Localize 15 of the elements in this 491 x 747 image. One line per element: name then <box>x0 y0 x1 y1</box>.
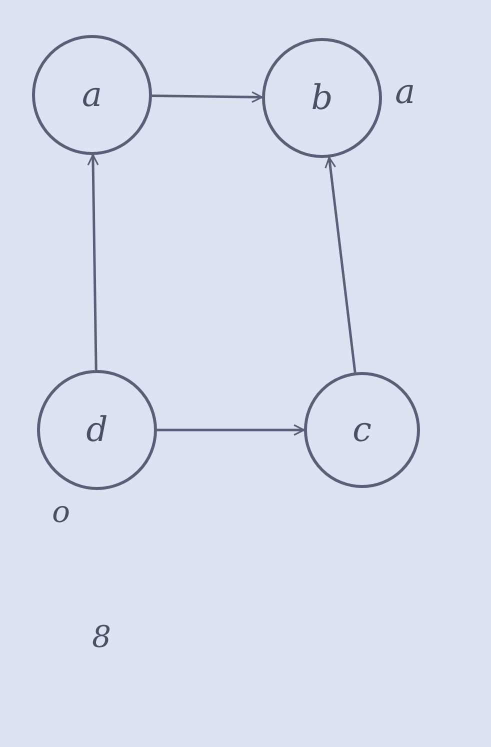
handwritten-mark: o <box>52 495 70 530</box>
arrow <box>152 91 263 103</box>
node-circle <box>32 35 152 155</box>
arrow <box>87 154 99 370</box>
arrow <box>157 424 305 436</box>
node-circle <box>304 372 420 488</box>
node-letter: a <box>82 75 102 115</box>
node-letter: b <box>311 78 333 118</box>
node-note: a <box>395 72 416 112</box>
node-letter: c <box>352 410 372 450</box>
node-letter: d <box>86 410 108 450</box>
node-circle <box>37 370 157 490</box>
node-circle <box>262 38 382 158</box>
handwritten-mark: 8 <box>92 620 112 655</box>
arrow <box>324 156 356 373</box>
